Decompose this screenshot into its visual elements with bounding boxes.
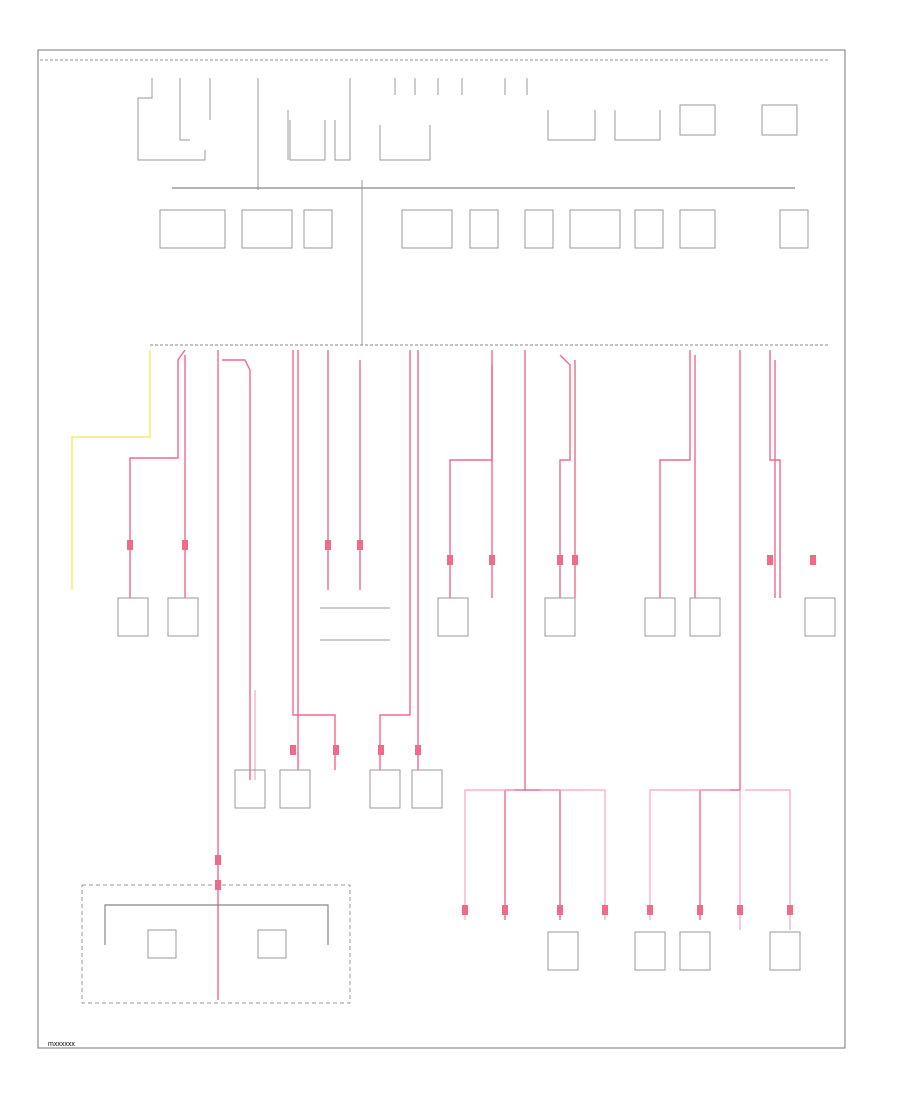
junction-block	[81, 884, 351, 1004]
relay-row	[159, 209, 809, 249]
wires-red	[129, 349, 781, 1000]
diagram-frame	[37, 49, 846, 1049]
top-modules	[137, 78, 798, 190]
connector-marks	[127, 540, 816, 915]
diagram-code: mxxxxxx	[48, 1041, 75, 1048]
component-boxes-lower	[234, 769, 801, 971]
component-boxes-middle	[117, 597, 836, 641]
wires-red-light	[254, 690, 791, 930]
wire-yellow	[71, 350, 151, 590]
